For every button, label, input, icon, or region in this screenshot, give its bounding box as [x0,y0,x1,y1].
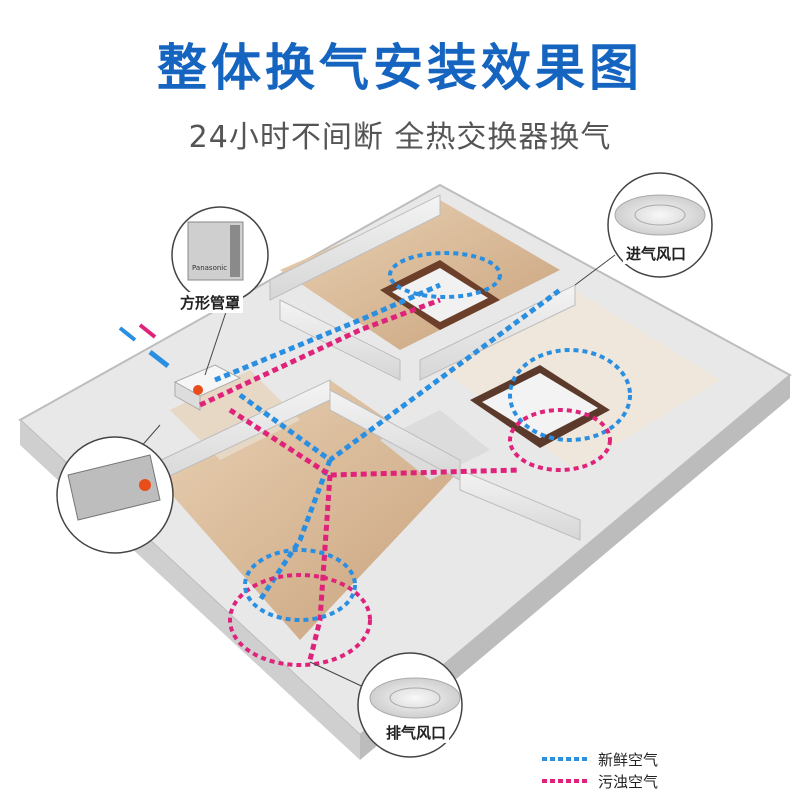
legend-dirty-air-label: 污浊空气 [598,772,659,791]
outdoor-air-arrows [118,323,170,368]
page-subtitle: 24小时不间断 全热交换器换气 [188,120,612,155]
airflow-loops [228,251,632,667]
square-hood-bubble: Panasonic [171,206,269,376]
supply-vent-bubble [574,172,713,286]
legend-dirty-air: 污浊空气 [540,770,658,792]
legend-fresh-air: 新鲜空气 [540,748,658,770]
machine-bubble [56,424,174,554]
page-title: 整体换气安装效果图 [157,39,643,97]
brand-text: Panasonic [192,264,227,272]
heat-exchanger-unit [173,364,242,411]
dirty-air-duct [198,297,521,661]
dirty-air-swatch-icon [542,779,588,783]
square-hood-label: 方形管罩 [177,292,244,313]
interior-walls [139,194,581,541]
exhaust-vent-label: 排气风口 [383,722,450,743]
fresh-air-swatch-icon [542,757,588,761]
supply-vent-label: 进气风口 [623,243,690,264]
bed-upper [380,260,500,330]
legend-fresh-air-label: 新鲜空气 [598,750,659,769]
legend: 新鲜空气 污浊空气 [540,748,658,792]
